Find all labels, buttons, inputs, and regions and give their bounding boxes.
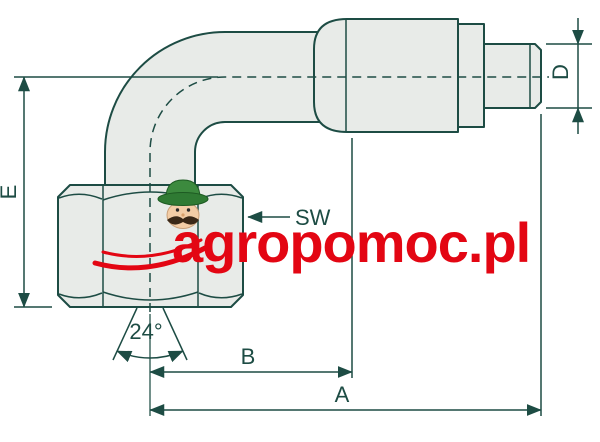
angle-label: 24°: [129, 319, 162, 344]
watermark-swoosh: [92, 244, 210, 271]
mascot-hat-brim: [157, 192, 209, 206]
dim-label-b: B: [241, 344, 256, 369]
hex-chamfer-arc: [58, 292, 103, 299]
centerline: [149, 76, 549, 312]
watermark-swoosh: [101, 238, 203, 258]
sleeve-collar: [457, 23, 485, 128]
mascot-mustache: [167, 216, 199, 225]
mascot-nose: [181, 213, 185, 217]
hex-chamfer-arc: [102, 291, 199, 301]
angle-arc: [116, 350, 184, 363]
watermark-text: agropomoc.pl: [172, 211, 530, 274]
mascot-eye: [186, 208, 191, 212]
dimension-a: A: [149, 114, 542, 416]
dimension-e: E: [0, 76, 218, 308]
dimension-d: D: [546, 18, 592, 134]
dim-label-sw: SW: [295, 205, 331, 230]
sw-callout: SW: [247, 205, 331, 230]
dimension-b: B: [149, 138, 353, 378]
hex-chamfer-arc: [198, 292, 243, 299]
hex-chamfer-arc: [58, 193, 103, 200]
watermark-logo: [92, 179, 210, 271]
dim-label-e: E: [0, 185, 21, 200]
stem-nipple: [483, 43, 542, 109]
dim-label-a: A: [335, 382, 350, 407]
watermark: agropomoc.pl: [92, 179, 531, 274]
mascot-eye: [175, 208, 180, 212]
elbow-pipe: [104, 31, 331, 186]
angle-leg-right: [162, 307, 188, 361]
crimp-sleeve: [313, 18, 459, 133]
dim-label-d: D: [548, 64, 573, 80]
angle-callout: 24°: [112, 307, 188, 363]
